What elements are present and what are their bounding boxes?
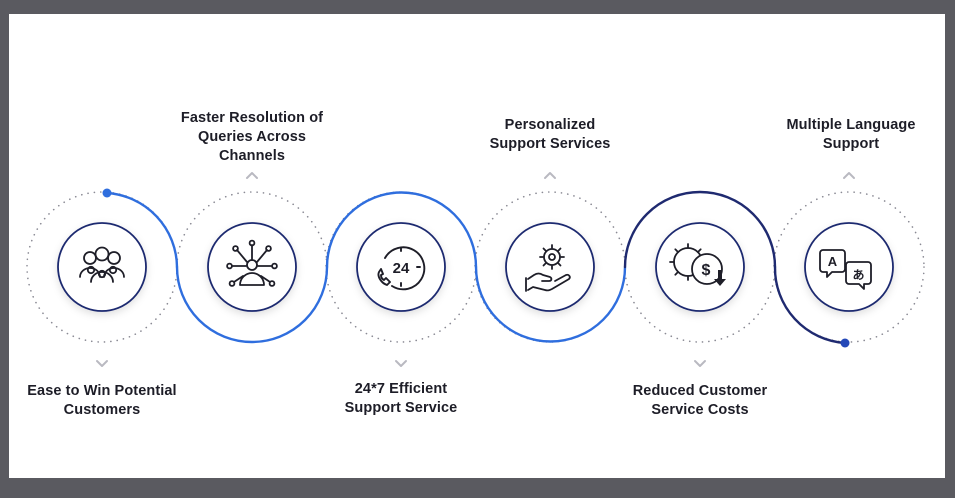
step-label-1-line-1: Ease to Win Potential <box>27 383 177 399</box>
dollar-text: $ <box>702 262 711 279</box>
wave-end-dot <box>840 338 850 348</box>
step-label-2-line-2: Queries Across <box>197 129 307 145</box>
chevrons <box>96 172 855 367</box>
translation-japanese-glyph: あ <box>852 268 864 282</box>
wave-segment-5 <box>623 190 777 269</box>
chevron-down-icon <box>96 360 108 367</box>
step-label-4: Personalized Support Services <box>455 116 645 154</box>
infographic-panel <box>9 14 945 478</box>
wave-segment-4 <box>474 265 627 343</box>
icon-disc-4 <box>505 222 595 312</box>
chevron-down-icon <box>694 360 706 367</box>
network-hub-icon <box>226 239 278 287</box>
step-label-4-line-1: Personalized <box>504 117 596 133</box>
wave-connector <box>105 190 847 345</box>
down-arrow-icon <box>714 270 726 286</box>
step-label-2: Faster Resolution of Queries Across Chan… <box>157 109 347 166</box>
step-label-1-line-2: Customers <box>63 402 141 418</box>
clock-24-phone-icon <box>377 246 426 291</box>
step-label-3: 24*7 Efficient Support Service <box>306 380 496 418</box>
icon-disc-1 <box>57 222 147 312</box>
chevron-down-icon <box>395 360 407 367</box>
wave-segment-3 <box>325 191 478 269</box>
translation-latin-glyph: A <box>828 254 838 269</box>
wave-start-dot <box>102 188 112 198</box>
users-group-icon <box>79 246 125 283</box>
step-label-6: Multiple Language Support <box>756 116 946 154</box>
gear-dollar-down-icon <box>669 243 723 285</box>
step-label-1: Ease to Win Potential Customers <box>7 382 197 420</box>
step-label-5-line-1: Reduced Customer <box>632 383 768 399</box>
step-label-4-line-2: Support Services <box>489 136 611 152</box>
wave-segment-6 <box>773 265 847 345</box>
wave-segment-2 <box>175 265 329 344</box>
wave-segment-1 <box>105 191 179 269</box>
step-label-6-line-2: Support <box>822 136 880 152</box>
chevron-up-icon <box>544 172 556 179</box>
step-label-3-line-2: Support Service <box>344 400 458 416</box>
hand-gear-icon <box>525 244 571 292</box>
clock-24-text: 24 <box>393 260 410 277</box>
step-label-2-line-3: Channels <box>218 148 286 164</box>
icon-disc-2 <box>207 222 297 312</box>
chevron-up-icon <box>246 172 258 179</box>
step-label-6-line-1: Multiple Language <box>786 117 916 133</box>
icon-disc-3 <box>356 222 446 312</box>
step-label-5-line-2: Service Costs <box>651 402 749 418</box>
step-label-3-line-1: 24*7 Efficient <box>354 381 448 397</box>
step-label-5: Reduced Customer Service Costs <box>605 382 795 420</box>
chevron-up-icon <box>843 172 855 179</box>
dotted-ring-6 <box>773 191 925 343</box>
step-label-2-line-1: Faster Resolution of <box>180 110 324 126</box>
translation-icon <box>819 249 872 290</box>
